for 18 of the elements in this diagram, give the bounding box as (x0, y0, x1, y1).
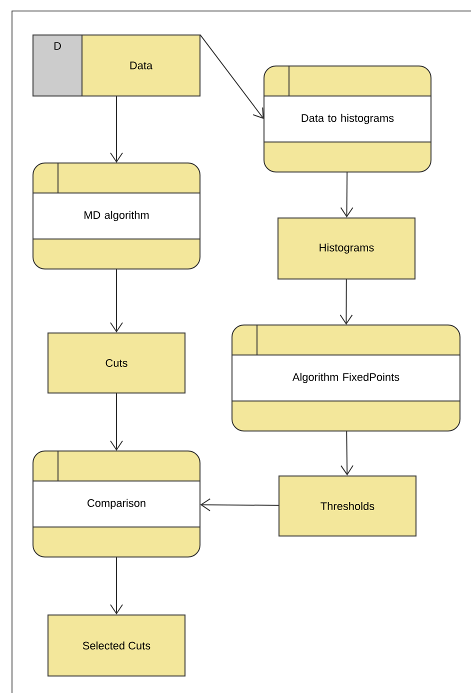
process-box: Data to histograms (264, 66, 432, 172)
arrow (340, 430, 354, 476)
arrow (110, 96, 123, 163)
data-store-box: D Data (32, 34, 200, 96)
arrow (340, 172, 354, 218)
process-box: Histograms (278, 218, 416, 280)
arrow (340, 279, 353, 325)
arrow (110, 556, 123, 614)
arrow (200, 34, 264, 119)
arrow (110, 268, 123, 332)
process-box: Cuts (48, 332, 186, 394)
process-box: Selected Cuts (48, 614, 186, 676)
process-box: Algorithm FixedPoints (232, 324, 460, 432)
process-box: Comparison (32, 450, 200, 558)
process-box: MD algorithm (32, 162, 200, 270)
arrow (110, 393, 123, 451)
arrow (200, 498, 279, 512)
process-box: Thresholds (278, 476, 416, 536)
